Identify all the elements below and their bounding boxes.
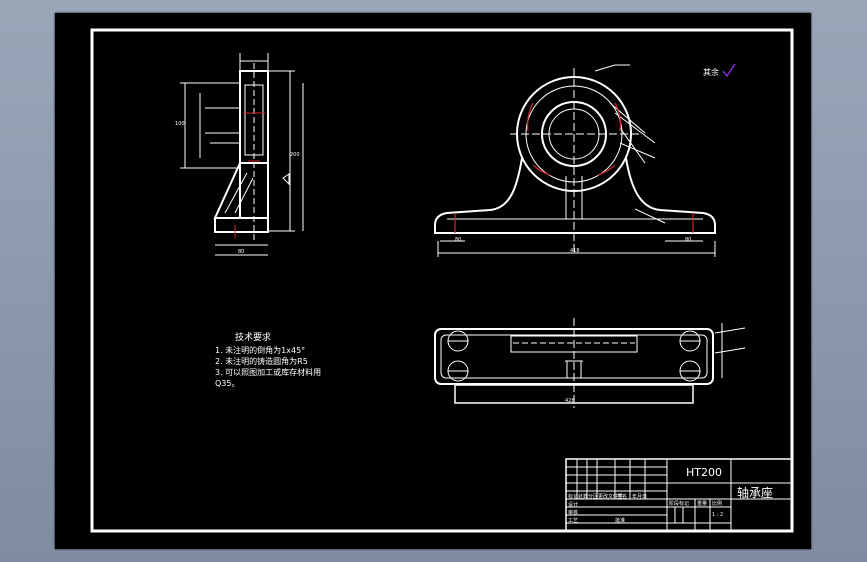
drawing-title: 轴承座 [737,485,773,500]
svg-text:工艺: 工艺 [568,518,578,524]
tech-item: 3. 可以照图加工或库存材料用 [215,368,322,377]
tech-item: 1. 未注明的倒角为1x45° [215,346,306,355]
svg-text:设计: 设计 [568,501,578,508]
roughness-check-icon [722,63,736,78]
svg-text:标记: 标记 [568,493,578,500]
svg-text:批准: 批准 [615,517,625,524]
sheet-border [90,28,794,533]
svg-text:428: 428 [565,398,575,404]
drawing-canvas[interactable]: 200 100 80 [55,13,811,549]
tech-requirements: 技术要求 1. 未注明的倒角为1x45° 2. 未注明的铸造圆角为R5 3. 可… [215,333,321,389]
front-view: 418 80 80 [434,64,716,257]
scale-value: 1 : 2 [712,512,723,518]
svg-text:年月日: 年月日 [632,493,647,500]
tech-item: Q35。 [215,379,240,388]
svg-text:分区: 分区 [588,493,598,500]
top-view: 428 [434,318,746,408]
svg-text:更改文件号: 更改文件号 [598,493,623,500]
title-block [565,458,793,532]
svg-text:签名: 签名 [617,493,627,500]
svg-text:80: 80 [685,237,691,243]
svg-text:80: 80 [238,249,244,255]
svg-text:80: 80 [455,237,461,243]
svg-text:200: 200 [290,152,300,158]
tech-requirements-heading: 技术要求 [235,333,272,343]
svg-text:比例: 比例 [712,500,722,507]
title-block-text: HT200 轴承座 标记 处数 分区 更改文件号 签名 年月日 阶段标记 重量 … [568,466,773,524]
roughness-note: 其余 [703,67,719,77]
side-view-accents [234,112,265,238]
svg-text:审核: 审核 [568,509,578,516]
material-label: HT200 [686,466,722,479]
front-view-accents [454,102,694,233]
svg-text:重量: 重量 [697,500,707,507]
svg-text:处数: 处数 [578,493,588,500]
cad-drawing: 200 100 80 [90,28,794,533]
svg-text:418: 418 [570,248,580,254]
side-view: 200 100 80 [175,53,304,256]
svg-text:阶段标记: 阶段标记 [669,500,689,507]
tech-item: 2. 未注明的铸造圆角为R5 [215,357,308,366]
svg-text:100: 100 [175,121,185,127]
